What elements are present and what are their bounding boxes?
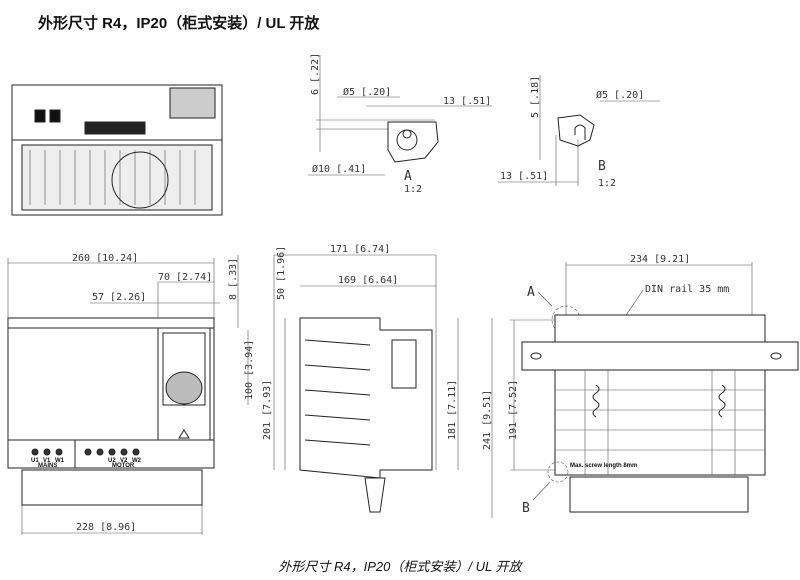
detail-a-width-dim: 13 [.51] (443, 96, 491, 107)
front-dim-8: 8 [.33] (228, 258, 239, 300)
detail-a-height-dim: 6 [.22] (310, 53, 321, 95)
detail-a-outer-dim: Ø10 [.41] (312, 163, 366, 175)
rear-width-dim: 234 [9.21] (630, 254, 690, 265)
side-dim-50: 50 [1.96] (276, 246, 287, 300)
rear-label-b: B (522, 501, 530, 516)
front-dim-57: 57 [2.26] (92, 292, 146, 303)
din-rail (521, 341, 799, 371)
front-dim-100: 100 [3.94] (244, 340, 255, 400)
rear-label-a: A (527, 285, 535, 300)
side-dim-171: 171 [6.74] (330, 244, 390, 255)
detail-b-width-dim: 13 [.51] (500, 171, 548, 182)
detail-b-label: B (598, 159, 606, 174)
detail-a-scale: 1:2 (404, 184, 422, 195)
detail-b-hole-dim: Ø5 [.20] (596, 89, 644, 101)
figure-caption: 外形尺寸 R4，IP20（柜式安装）/ UL 开放 (278, 559, 522, 574)
front-bottom-dim: 228 [8.96] (76, 522, 136, 533)
detail-a-label: A (404, 169, 412, 184)
screw-length-note: Max. screw length 8mm (570, 463, 637, 469)
detail-b: 5 [.18] Ø5 [.20] 13 [.51] B 1:2 (498, 75, 660, 189)
mains-terminals: U1 V1 W1 MAINS (31, 448, 65, 469)
page-title: 外形尺寸 R4，IP20（柜式安装）/ UL 开放 (38, 15, 320, 32)
side-dim-181: 181 [7.11] (447, 380, 458, 440)
svg-text:U2: U2 (108, 458, 116, 464)
warning-icon (178, 429, 190, 439)
side-dim-169: 169 [6.64] (338, 275, 398, 286)
side-view: 171 [6.74] 169 [6.64] 50 [1.96] 201 [7.9… (262, 244, 493, 518)
motor-label: MOTOR (112, 463, 135, 469)
rear-view: 234 [9.21] DIN rail 35 mm A 191 [7.52] M… (508, 254, 799, 516)
front-width-dim: 260 [10.24] (72, 253, 138, 264)
detail-b-scale: 1:2 (598, 178, 616, 189)
mains-label: MAINS (38, 463, 57, 469)
svg-text:V2: V2 (120, 458, 128, 464)
svg-text:V1: V1 (43, 458, 51, 464)
din-rail-label: DIN rail 35 mm (645, 284, 729, 295)
side-dim-241: 241 [9.51] (482, 390, 493, 450)
motor-terminals: U2 V2 W2 MOTOR (84, 448, 142, 469)
front-dim-70: 70 [2.74] (158, 272, 212, 283)
detail-a: 6 [.22] Ø5 [.20] 13 [.51] Ø10 [.41] A 1:… (308, 53, 492, 195)
svg-text:W2: W2 (132, 458, 142, 464)
svg-text:W1: W1 (55, 458, 65, 464)
detail-a-hole-dim: Ø5 [.20] (343, 86, 391, 98)
top-view-drawing (11, 84, 223, 216)
svg-text:U1: U1 (31, 458, 39, 464)
rear-height-dim: 191 [7.52] (508, 380, 519, 440)
detail-b-height-dim: 5 [.18] (530, 76, 541, 118)
front-view: 260 [10.24] 70 [2.74] 57 [2.26] 8 [.33] … (7, 253, 255, 535)
side-dim-201: 201 [7.93] (262, 380, 273, 440)
